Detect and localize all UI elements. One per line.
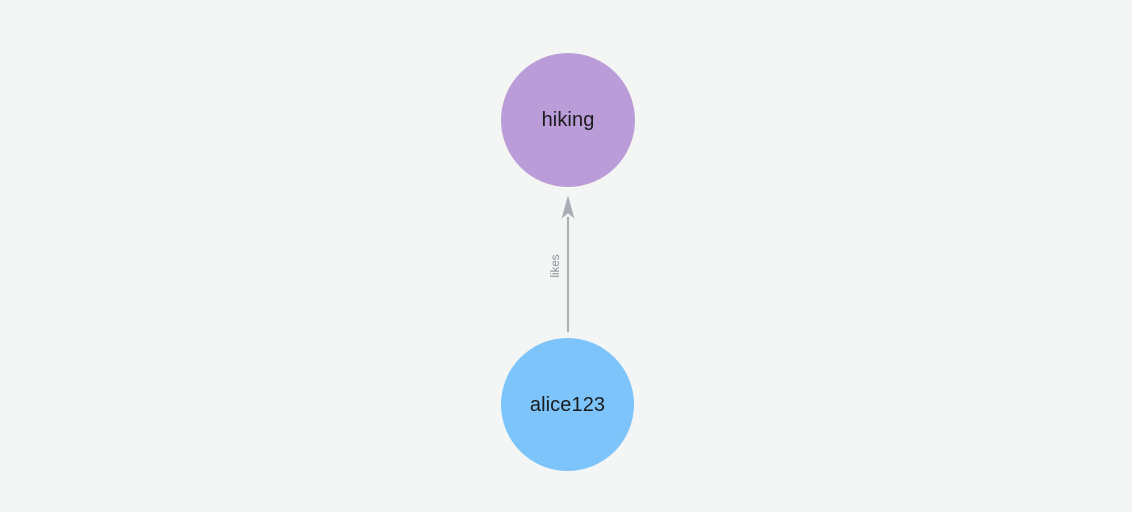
node-label: hiking (541, 109, 595, 131)
edge-arrowhead-icon (561, 195, 575, 219)
graph-node-alice123[interactable]: alice123 (501, 338, 634, 471)
edge-alice123-likes-hiking[interactable] (561, 195, 575, 333)
node-label: alice123 (529, 393, 606, 416)
graph-node-hiking[interactable]: hiking (501, 53, 635, 187)
edge-label-likes: likes (550, 254, 562, 278)
